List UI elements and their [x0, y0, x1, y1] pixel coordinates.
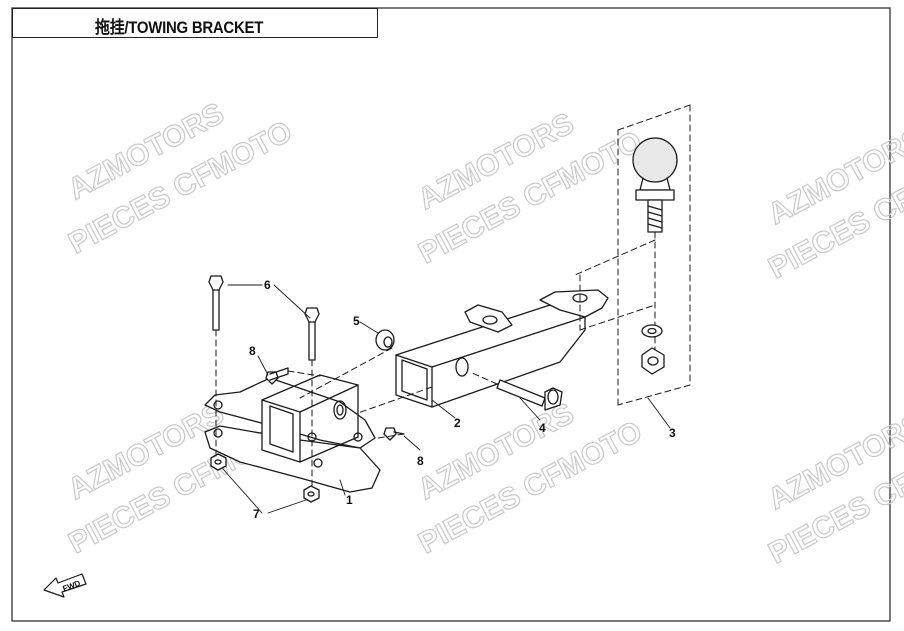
leader-lines — [222, 284, 671, 514]
part-4-pin-bolt — [496, 379, 563, 411]
part-3-tow-ball — [632, 137, 678, 375]
callout-3: 3 — [669, 426, 676, 440]
part-8-short-bolts — [265, 367, 405, 441]
fwd-arrow-icon: FWD — [43, 573, 87, 598]
callout-2: 2 — [454, 416, 461, 430]
diagram-border — [11, 7, 891, 622]
assembly-lines — [215, 104, 691, 487]
callouts: 6 5 8 8 1 7 2 4 3 — [249, 278, 676, 521]
diagram-title-box: 拖挂/TOWING BRACKET — [12, 8, 378, 38]
callout-1: 1 — [346, 493, 353, 507]
part-7-nuts — [210, 453, 320, 503]
callout-4: 4 — [539, 421, 546, 435]
callout-8-upper: 8 — [249, 344, 256, 358]
callout-6: 6 — [264, 278, 271, 292]
diagram-title: 拖挂/TOWING BRACKET — [95, 18, 264, 37]
part-2-tow-bar — [395, 289, 609, 408]
part-5-bushing — [375, 329, 395, 351]
callout-7: 7 — [253, 507, 260, 521]
part-1-mounting-bracket — [204, 374, 381, 493]
callout-5: 5 — [353, 314, 360, 328]
callout-8-lower: 8 — [417, 454, 424, 468]
